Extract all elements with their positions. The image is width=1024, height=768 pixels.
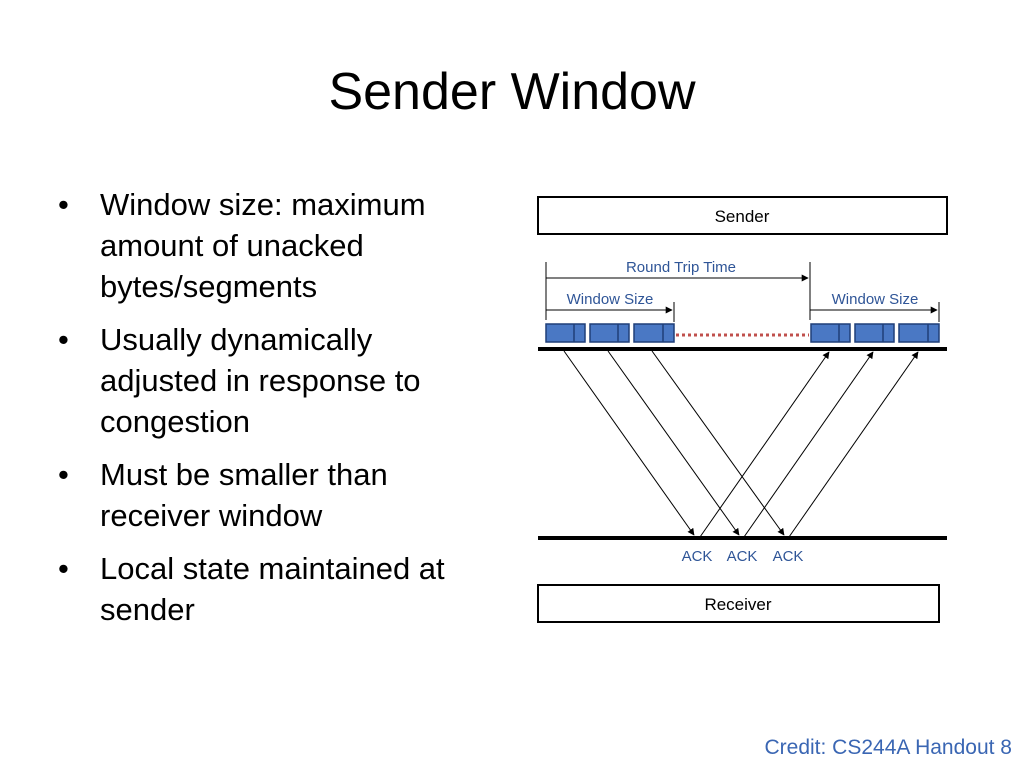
bullet-text: Local state maintained at sender [100, 551, 445, 627]
window-label-left: Window Size [567, 291, 654, 308]
sender-label: Sender [715, 207, 770, 226]
ack-label: ACK [682, 548, 713, 565]
window-label-right: Window Size [832, 291, 919, 308]
segments-left [545, 323, 675, 343]
slide-title: Sender Window [328, 63, 696, 121]
segment [854, 323, 895, 343]
data-arrow [563, 350, 695, 536]
rtt-annotation: Round Trip Time [545, 259, 811, 320]
segment [545, 323, 586, 343]
ack-arrow [699, 351, 830, 538]
bullet-icon: • [58, 187, 69, 222]
bullet-icon: • [58, 457, 69, 492]
sender-box: Sender [537, 196, 948, 235]
bullet-text: Must be smaller than receiver window [100, 457, 388, 533]
ack-label: ACK [727, 548, 758, 565]
ack-label: ACK [773, 548, 804, 565]
ack-arrows [699, 351, 919, 538]
receiver-label: Receiver [704, 595, 771, 614]
receiver-box: Receiver [537, 584, 940, 623]
segment [810, 323, 851, 343]
bullet-icon: • [58, 322, 69, 357]
bullet-list: • Window size: maximum amount of unacked … [58, 184, 498, 642]
bullet-icon: • [58, 551, 69, 586]
rtt-label: Round Trip Time [626, 259, 736, 276]
bullet-item: • Must be smaller than receiver window [58, 454, 498, 536]
ack-arrow [788, 351, 919, 538]
ack-arrow [743, 351, 874, 538]
bullet-item: • Local state maintained at sender [58, 548, 498, 630]
data-arrows [563, 350, 785, 536]
segment [633, 323, 675, 343]
bullet-item: • Usually dynamically adjusted in respons… [58, 319, 498, 442]
segment [589, 323, 630, 343]
data-arrow [607, 350, 740, 536]
bullet-text: Window size: maximum amount of unacked b… [100, 187, 426, 304]
data-arrow [651, 350, 785, 536]
window-size-right: Window Size [810, 291, 940, 322]
segments-right [810, 323, 940, 343]
segment [898, 323, 940, 343]
bullet-text: Usually dynamically adjusted in response… [100, 322, 421, 439]
bullet-item: • Window size: maximum amount of unacked … [58, 184, 498, 307]
credit-text: Credit: CS244A Handout 8 [764, 736, 1013, 759]
window-size-left: Window Size [546, 291, 675, 322]
